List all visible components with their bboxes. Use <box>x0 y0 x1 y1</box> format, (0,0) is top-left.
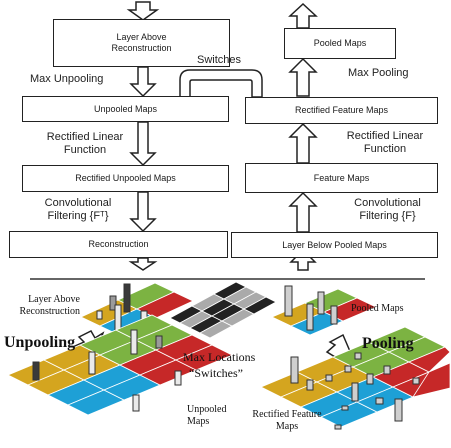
box-rectified-feature-maps: Rectified Feature Maps <box>245 97 438 124</box>
box-feature-maps: Feature Maps <box>245 163 438 193</box>
label-max-unpooling: Max Unpooling <box>30 73 104 85</box>
arrow-into-layer-above <box>126 1 160 21</box>
switches-connector <box>179 69 263 98</box>
arrow-unpooled-to-rectified <box>129 121 157 167</box>
unpooled-maps-grid <box>7 314 233 416</box>
pooled-bars <box>284 285 338 331</box>
rectified-feature-bars <box>290 352 420 430</box>
layer-above-reconstruction-grid <box>80 282 194 336</box>
rectified-feature-maps-grid <box>260 326 451 428</box>
label-switches: Switches <box>197 54 242 66</box>
label-rectified-linear-function-right: Rectified Linear Function <box>346 130 424 155</box>
label-max-pooling: Max Pooling <box>348 67 409 79</box>
unpooled-bars <box>32 329 182 412</box>
arrow-layer-above-to-unpooled <box>129 66 157 98</box>
label-convolutional-filtering: Convolutional Filtering {F} <box>354 197 421 222</box>
label-rectified-linear-function-left: Rectified Linear Function <box>46 131 124 156</box>
label-unpooling: Unpooling <box>4 334 76 351</box>
arrow-pooled-to-rectified <box>288 57 318 97</box>
label-unpooled-maps: Unpooled Maps <box>187 404 227 427</box>
box-pooled-maps: Pooled Maps <box>284 28 396 59</box>
arrow-out-of-pooled <box>288 2 318 29</box>
label-pooled-maps: Pooled Maps <box>351 303 404 314</box>
box-layer-below-pooled-maps: Layer Below Pooled Maps <box>231 232 438 258</box>
switches-grid <box>169 281 277 339</box>
box-rectified-unpooled-maps: Rectified Unpooled Maps <box>22 165 229 192</box>
label-max-locations: Max Locations <box>183 350 256 364</box>
arrow-rectified-to-reconstruction <box>129 191 157 233</box>
box-layer-above-reconstruction: Layer Above Reconstruction <box>53 19 230 67</box>
arrow-out-of-reconstruction <box>128 257 158 271</box>
label-convolutional-filtering-transpose: Convolutional Filtering {Fᵀ} <box>44 197 112 222</box>
arrow-feature-to-layer-below <box>288 191 318 233</box>
arrow-rectified-to-feature <box>288 122 318 164</box>
label-layer-above-reconstruction: Layer Above Reconstruction <box>19 294 80 317</box>
box-unpooled-maps: Unpooled Maps <box>22 96 229 122</box>
label-pooling: Pooling <box>362 335 414 352</box>
label-switches-quoted: “Switches” <box>189 366 243 380</box>
box-reconstruction: Reconstruction <box>9 231 228 258</box>
label-rectified-feature-maps: Rectified Feature Maps <box>252 409 322 432</box>
